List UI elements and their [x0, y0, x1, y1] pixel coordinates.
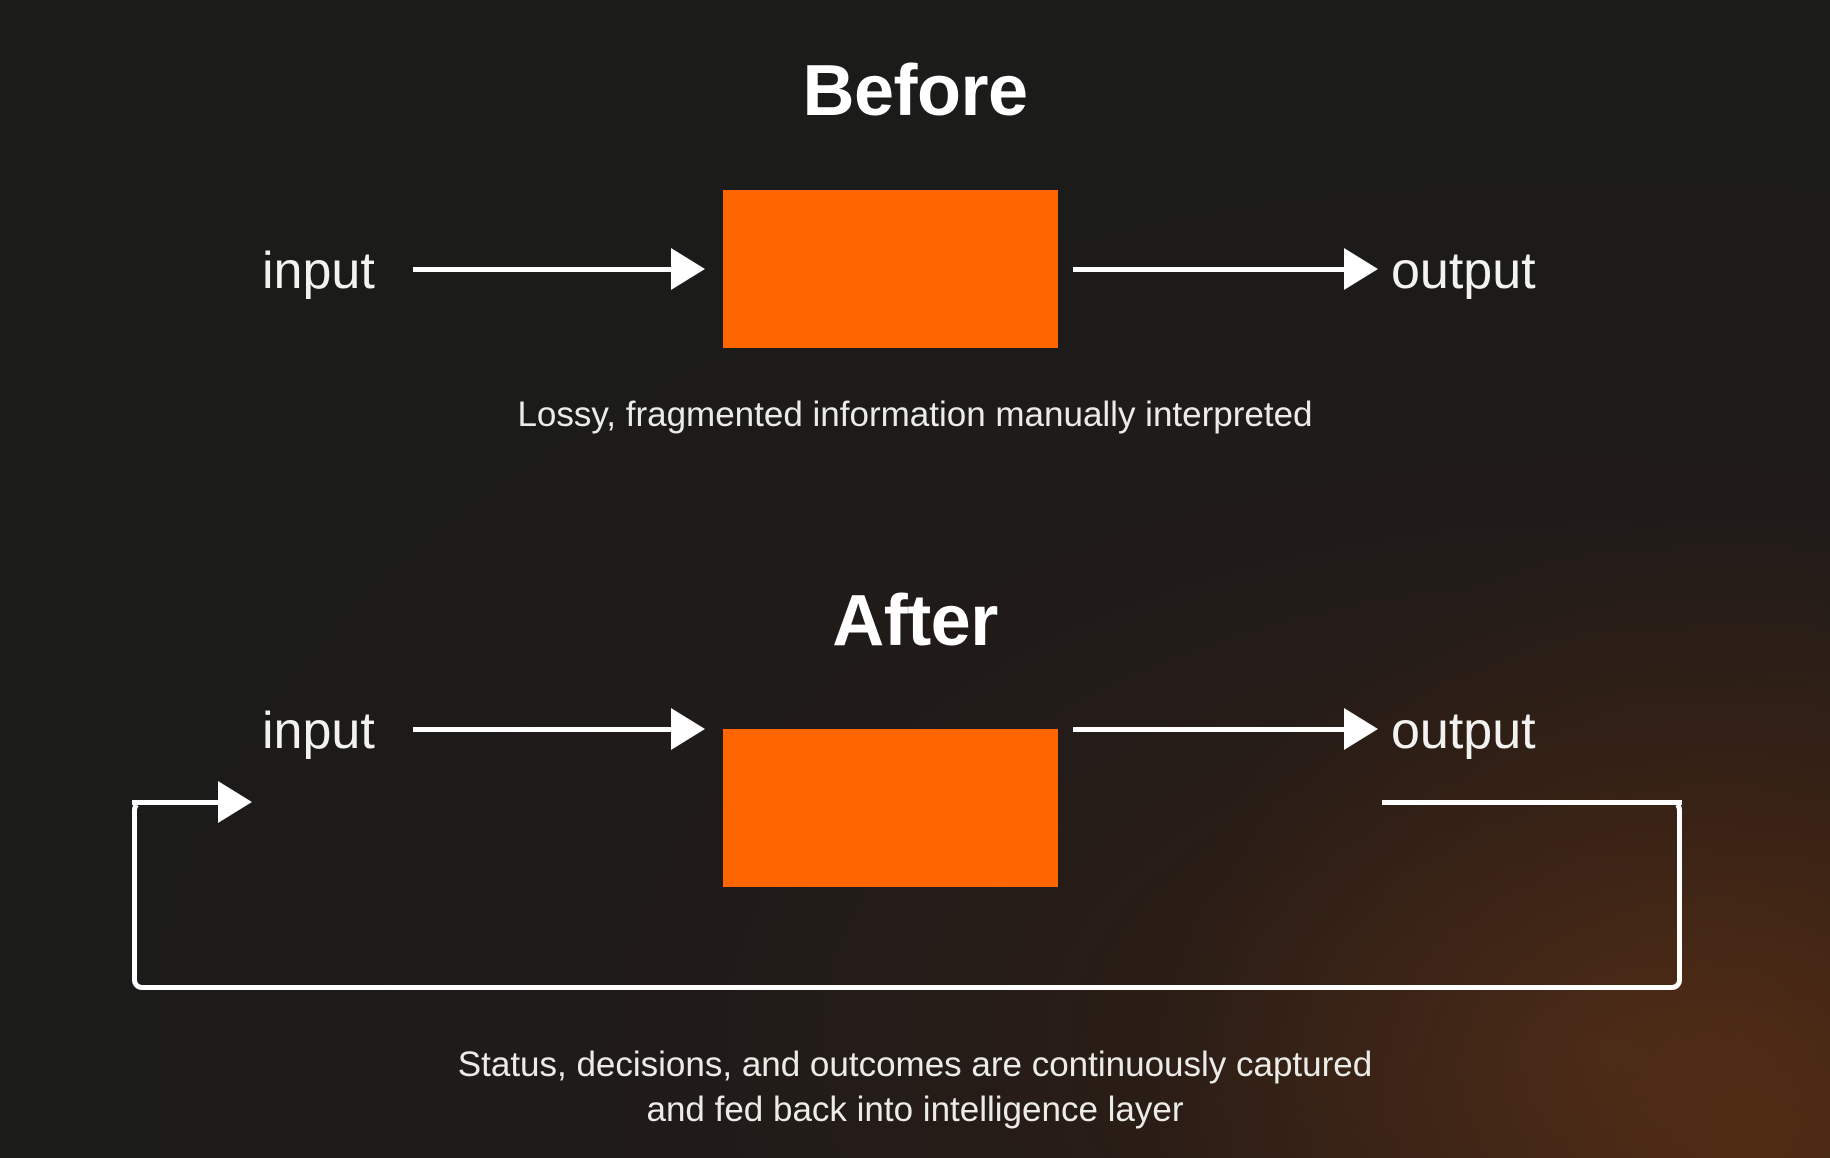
section-title-after: After — [832, 581, 998, 661]
after-input-arrow — [413, 708, 705, 750]
before-input-arrow — [413, 248, 705, 290]
arrow-head-icon — [1344, 708, 1378, 750]
arrow-shaft — [413, 266, 675, 272]
after-process-box — [723, 729, 1058, 887]
feedback-arrow-head-icon — [218, 781, 252, 823]
after-caption-line-1: Status, decisions, and outcomes are cont… — [457, 1045, 1373, 1084]
before-caption: Lossy, fragmented information manually i… — [517, 395, 1313, 434]
after-feedback-loop — [132, 781, 1682, 990]
after-input-label: input — [262, 702, 375, 760]
arrow-head-icon — [1344, 248, 1378, 290]
after-caption-line-2: and fed back into intelligence layer — [646, 1089, 1184, 1129]
after-caption: Status, decisions, and outcomes are cont… — [0, 1043, 1830, 1133]
feedback-loop-top-right-segment — [1382, 800, 1682, 805]
before-output-arrow — [1073, 248, 1378, 290]
after-output-arrow — [1073, 708, 1378, 750]
before-process-box — [723, 190, 1058, 348]
arrow-head-icon — [671, 248, 705, 290]
before-output-label: output — [1391, 242, 1536, 300]
before-input-label: input — [262, 242, 375, 300]
feedback-loop-top-left-segment — [132, 800, 227, 805]
section-title-before: Before — [802, 51, 1028, 131]
arrow-shaft — [413, 726, 675, 732]
arrow-shaft — [1073, 726, 1348, 732]
feedback-loop-path — [132, 800, 1682, 990]
after-output-label: output — [1391, 702, 1536, 760]
arrow-head-icon — [671, 708, 705, 750]
arrow-shaft — [1073, 266, 1348, 272]
